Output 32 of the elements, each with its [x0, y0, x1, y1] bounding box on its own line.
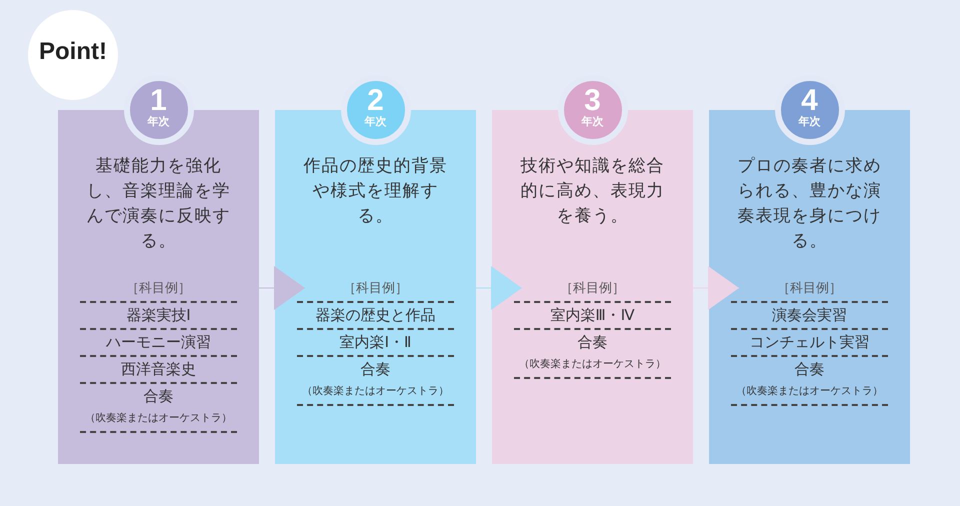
section-heading: ［科目例］ [297, 276, 454, 303]
subject-note: （吹奏楽またはオーケストラ） [514, 355, 671, 379]
column-panel [492, 110, 693, 464]
subject-item: 室内楽Ⅲ・Ⅳ [514, 303, 671, 330]
column-panel [58, 110, 259, 464]
subject-note: （吹奏楽またはオーケストラ） [297, 382, 454, 406]
column-panel [709, 110, 910, 464]
subject-item: 器楽実技Ⅰ [80, 303, 237, 330]
description-text: 技術や知識を総合的に高め、表現力を養う。 [520, 155, 666, 228]
chevron-arrow [258, 266, 306, 310]
subject-item: 室内楽Ⅰ・Ⅱ [297, 330, 454, 357]
description-text: 基礎能力を強化し、音楽理論を学んで演奏に反映する。 [86, 155, 232, 253]
subject-item: 器楽の歴史と作品 [297, 303, 454, 330]
subject-item: 合奏 [576, 332, 608, 353]
subject-item: 演奏会実習 [731, 303, 888, 330]
section-heading: ［科目例］ [514, 276, 671, 303]
point-label: Point! [39, 38, 107, 66]
section-heading: ［科目例］ [731, 276, 888, 303]
description-text: 作品の歴史的背景や様式を理解する。 [302, 155, 448, 228]
description-text: プロの奏者に求められる、豊かな演奏表現を身につける。 [736, 155, 882, 253]
chevron-arrow [692, 266, 740, 310]
subject-item: ハーモニー演習 [80, 330, 237, 357]
subject-note: （吹奏楽またはオーケストラ） [80, 409, 237, 433]
subject-item: 合奏 [360, 359, 392, 380]
subject-item: 西洋音楽史 [80, 357, 237, 384]
column-panel [275, 110, 476, 464]
section-heading: ［科目例］ [80, 276, 237, 303]
chevron-arrow [476, 266, 522, 310]
subject-note: （吹奏楽またはオーケストラ） [731, 382, 888, 406]
subject-item: 合奏 [794, 359, 826, 380]
subject-item: 合奏 [142, 386, 174, 407]
subject-item: コンチェルト実習 [731, 330, 888, 357]
